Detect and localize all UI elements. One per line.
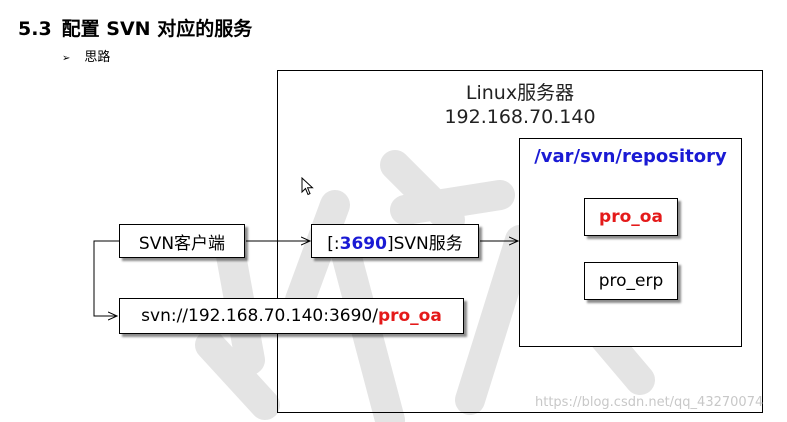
mouse-cursor-icon bbox=[301, 177, 314, 196]
service-suffix: ]SVN服务 bbox=[386, 233, 463, 254]
server-ip: 192.168.70.140 bbox=[444, 106, 596, 128]
section-number: 5.3 bbox=[18, 18, 52, 40]
server-title: Linux服务器 bbox=[465, 82, 575, 104]
svn-service-box: [:3690]SVN服务 bbox=[311, 224, 479, 258]
bullet-text: 思路 bbox=[84, 50, 111, 65]
svn-client-label: SVN客户端 bbox=[138, 233, 226, 254]
linux-server-box bbox=[277, 70, 763, 413]
repository-path: /var/svn/repository bbox=[534, 146, 727, 167]
project-label: pro_erp bbox=[598, 271, 664, 291]
service-port: 3690 bbox=[339, 233, 387, 254]
svn-url-label: svn://192.168.70.140:3690/pro_oa bbox=[141, 306, 442, 326]
service-prefix: [: bbox=[327, 233, 340, 254]
bullet-item: ➢ 思路 bbox=[62, 46, 110, 65]
project-box-pro-oa: pro_oa bbox=[584, 198, 678, 236]
repository-box bbox=[519, 138, 742, 347]
bullet-arrow-icon: ➢ bbox=[62, 53, 71, 64]
svn-client-box: SVN客户端 bbox=[119, 224, 245, 258]
watermark-url: https://blog.csdn.net/qq_43270074 bbox=[535, 395, 764, 410]
section-heading: 5.3 配置 SVN 对应的服务 bbox=[18, 14, 252, 41]
project-box-pro-erp: pro_erp bbox=[584, 262, 678, 300]
project-label: pro_oa bbox=[599, 207, 663, 227]
service-label: [:3690]SVN服务 bbox=[327, 229, 462, 254]
arrow-client-to-url bbox=[93, 240, 119, 316]
svn-url-box: svn://192.168.70.140:3690/pro_oa bbox=[119, 298, 464, 334]
svn-url-base: svn://192.168.70.140:3690/ bbox=[141, 306, 378, 326]
svn-url-project: pro_oa bbox=[377, 306, 442, 326]
section-title: 配置 SVN 对应的服务 bbox=[61, 18, 253, 40]
